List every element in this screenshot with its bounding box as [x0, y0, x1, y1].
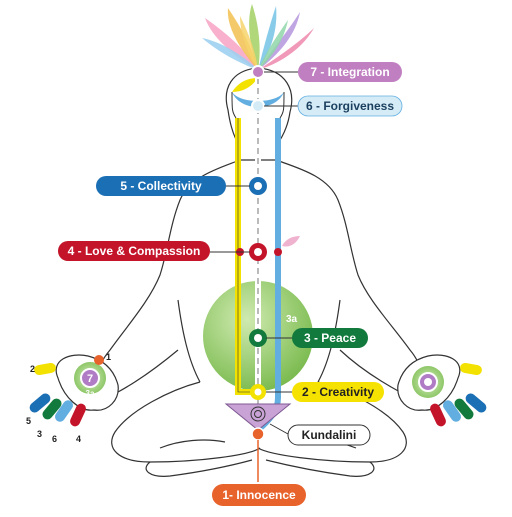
finger-label-1: 1	[106, 352, 111, 362]
chakra-nodes	[224, 65, 300, 441]
finger-label-2: 2	[30, 364, 35, 374]
left-palm-number: 7	[87, 373, 93, 385]
svg-text:4 - Love & Compassion: 4 - Love & Compassion	[68, 244, 201, 258]
chakra-3-node	[249, 329, 267, 347]
chakra-7-node	[251, 65, 265, 79]
chakra-4-node	[236, 236, 300, 261]
chakra-6-node	[251, 99, 265, 113]
label-love: 4 - Love & Compassion	[58, 241, 210, 261]
void-marker: 3a	[286, 314, 298, 325]
chakra-2-node	[250, 384, 266, 400]
label-forgiveness: 6 - Forgiveness	[297, 95, 403, 117]
leader-lines	[210, 71, 298, 482]
svg-text:1- Innocence: 1- Innocence	[222, 488, 296, 502]
finger-label-6: 6	[52, 434, 57, 444]
finger-label-3: 3	[37, 429, 42, 439]
left-palm-sub: 3a	[86, 389, 95, 398]
svg-text:5 - Collectivity: 5 - Collectivity	[120, 179, 202, 193]
chakra-5-node	[249, 177, 267, 195]
label-kundalini: Kundalini	[287, 424, 371, 446]
svg-text:7 - Integration: 7 - Integration	[310, 65, 389, 79]
label-peace: 3 - Peace	[292, 328, 368, 348]
svg-text:Kundalini: Kundalini	[302, 428, 357, 442]
label-collectivity: 5 - Collectivity	[96, 176, 226, 196]
left-hand	[29, 354, 119, 427]
label-integration: 7 - Integration	[298, 62, 402, 82]
chakra-1-node	[251, 427, 265, 441]
svg-text:3 - Peace: 3 - Peace	[304, 331, 356, 345]
label-creativity: 2 - Creativity	[292, 382, 384, 402]
label-innocence: 1- Innocence	[212, 484, 306, 506]
svg-text:6 - Forgiveness: 6 - Forgiveness	[306, 99, 394, 113]
svg-text:2 - Creativity: 2 - Creativity	[302, 385, 374, 399]
finger-label-4: 4	[76, 434, 81, 444]
right-hand	[397, 354, 487, 427]
crown-lotus	[202, 4, 314, 70]
finger-label-5: 5	[26, 416, 31, 426]
